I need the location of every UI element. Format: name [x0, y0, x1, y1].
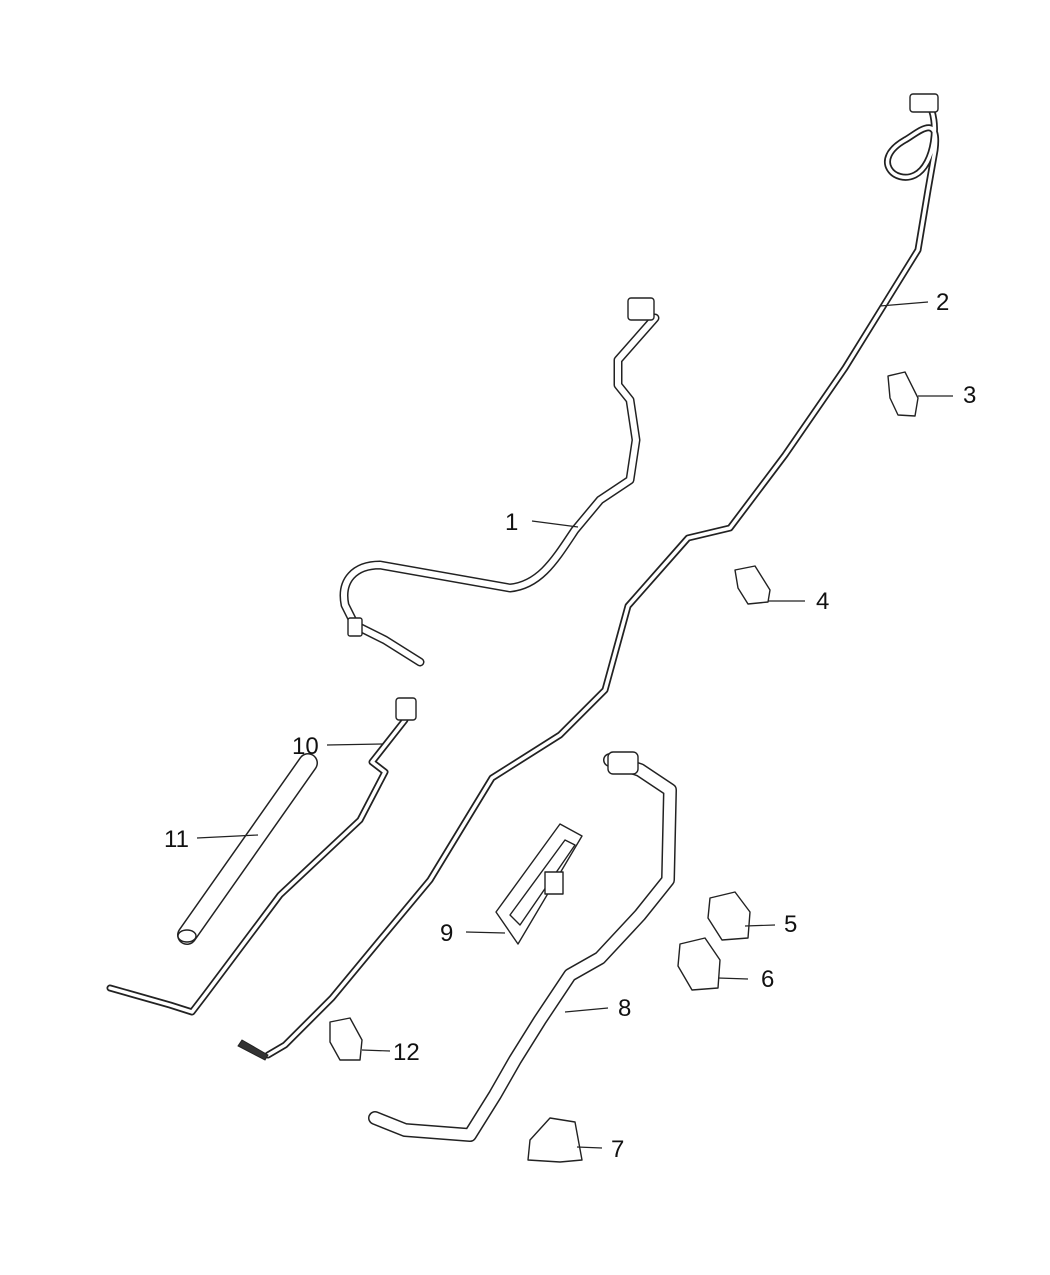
part-11-hose — [177, 753, 318, 945]
part-1-tube — [339, 297, 660, 667]
callout-12: 12 — [393, 1039, 420, 1066]
callout-5: 5 — [784, 911, 797, 938]
callout-11: 11 — [164, 826, 189, 853]
leader-11 — [196, 834, 259, 839]
callout-4: 4 — [816, 588, 829, 615]
leader-1 — [531, 520, 579, 528]
callout-2: 2 — [936, 289, 949, 316]
callout-8: 8 — [618, 995, 631, 1022]
part-7-clip — [527, 1117, 583, 1163]
leader-2 — [879, 301, 929, 307]
leader-10 — [326, 743, 384, 746]
leader-9 — [465, 931, 506, 934]
part-5-clip — [707, 891, 751, 941]
callout-10: 10 — [292, 733, 319, 760]
leader-12 — [361, 1049, 391, 1052]
part-6-clip — [677, 937, 721, 991]
callout-7: 7 — [611, 1136, 624, 1163]
leader-7 — [576, 1146, 603, 1149]
part-9-bracket — [495, 823, 583, 945]
callout-9: 9 — [440, 920, 453, 947]
part-10-tube — [106, 697, 417, 1016]
part-12-clip — [329, 1017, 363, 1061]
part-8-tube — [368, 751, 677, 1142]
part-4-clip — [734, 565, 771, 605]
leader-8 — [564, 1007, 609, 1013]
leader-5 — [744, 924, 776, 927]
leader-6 — [717, 977, 749, 980]
callout-6: 6 — [761, 966, 774, 993]
callout-1: 1 — [505, 509, 518, 536]
callout-3: 3 — [963, 382, 976, 409]
part-3-clip — [887, 371, 919, 417]
part-2-long-tube — [237, 93, 940, 1061]
